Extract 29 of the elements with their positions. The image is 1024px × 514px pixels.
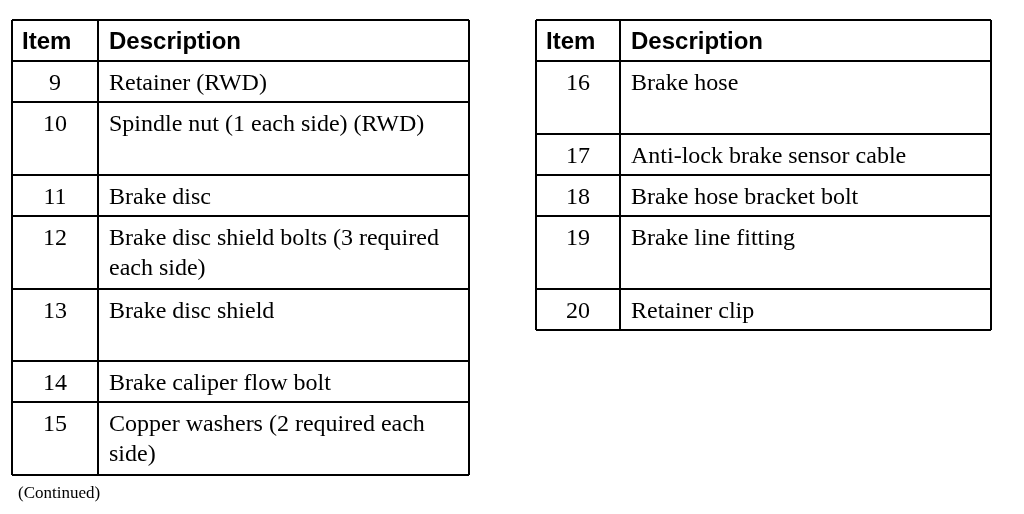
part-description: Retainer clip (631, 296, 756, 325)
part-description: Brake hose bracket bolt (631, 182, 860, 211)
part-description: Brake disc shield (109, 296, 276, 325)
item-number: 19 (565, 223, 591, 252)
item-number: 15 (42, 409, 68, 438)
part-description: Brake hose (631, 68, 740, 97)
part-description: Spindle nut (1 each side) (RWD) (109, 109, 426, 138)
item-number: 17 (565, 141, 591, 170)
part-description: Anti-lock brake sensor cable (631, 141, 908, 170)
item-number: 9 (48, 68, 62, 97)
column-header: Item (546, 26, 596, 56)
item-number: 20 (565, 296, 591, 325)
part-description: Brake caliper flow bolt (109, 368, 332, 397)
part-description: Retainer (RWD) (109, 68, 268, 97)
footnote: (Continued) (18, 482, 101, 504)
item-number: 13 (42, 296, 68, 325)
item-number: 12 (42, 223, 68, 252)
column-header: Description (631, 26, 764, 56)
column-header: Description (109, 26, 242, 56)
item-number: 14 (42, 368, 68, 397)
part-description: Brake disc (109, 182, 212, 211)
part-description: Copper washers (2 required each side) (109, 409, 426, 468)
column-header: Item (22, 26, 72, 56)
item-number: 18 (565, 182, 591, 211)
item-number: 10 (42, 109, 68, 138)
item-number: 16 (565, 68, 591, 97)
part-description: Brake line fitting (631, 223, 796, 252)
item-number: 11 (42, 182, 68, 211)
part-description: Brake disc shield bolts (3 required each side) (109, 223, 440, 282)
